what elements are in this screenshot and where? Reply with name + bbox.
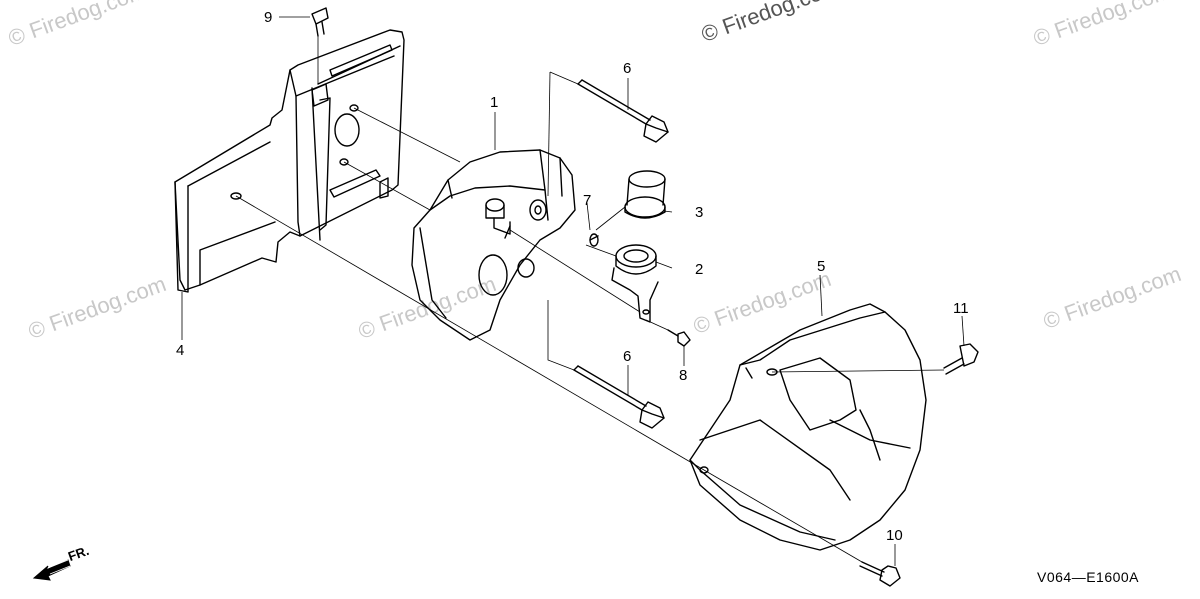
callout-7: 7 xyxy=(583,192,592,209)
callout-5: 5 xyxy=(817,258,826,275)
assembly-lines xyxy=(181,16,965,566)
callout-6-lower: 6 xyxy=(623,348,632,365)
callout-4: 4 xyxy=(176,342,185,359)
callout-11: 11 xyxy=(953,300,969,317)
screw-7 xyxy=(589,233,599,247)
bolt-upper xyxy=(577,79,669,143)
callout-6-upper: 6 xyxy=(623,60,632,77)
callout-1: 1 xyxy=(490,94,499,111)
exhaust-pipe-deflector xyxy=(611,244,659,323)
diagram-code: V064—E1600A xyxy=(1037,569,1140,585)
bolt-10 xyxy=(859,561,901,587)
screw-9 xyxy=(311,7,329,37)
callout-8: 8 xyxy=(679,367,688,384)
callout-3: 3 xyxy=(695,204,704,221)
muffler-body xyxy=(411,149,576,341)
heat-shield-plate xyxy=(174,29,405,293)
screw-8 xyxy=(667,329,691,347)
bolt-lower xyxy=(573,365,665,429)
callout-2: 2 xyxy=(695,261,704,278)
bolt-11 xyxy=(943,343,979,375)
callout-10: 10 xyxy=(886,527,903,544)
spark-arrester-cap xyxy=(624,170,666,219)
front-arrow-icon xyxy=(32,559,71,581)
muffler-protector xyxy=(689,303,927,551)
callout-9: 9 xyxy=(264,9,273,26)
